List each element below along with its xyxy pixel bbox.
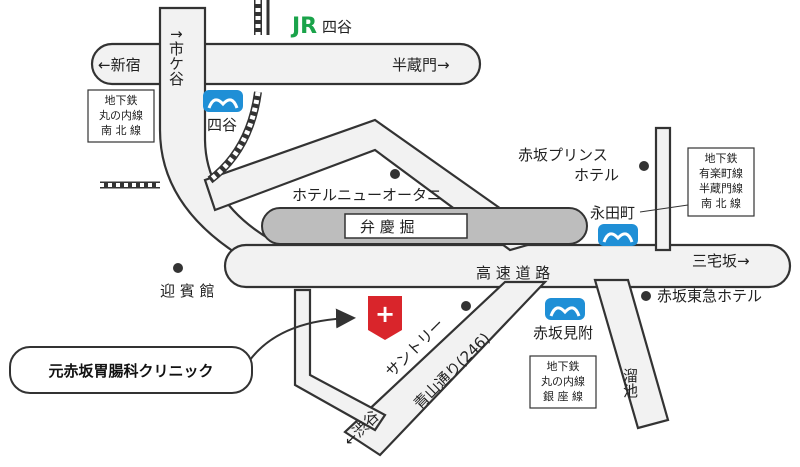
dot-akasaka-prince: [639, 161, 649, 171]
jr-yotsuya-label: 四谷: [322, 18, 352, 36]
station-nagatacho: 永田町: [590, 204, 635, 222]
place-akasaka-prince-2: ホテル: [574, 166, 619, 184]
svg-text:地下鉄: 地下鉄: [105, 93, 138, 107]
svg-text:半蔵門線: 半蔵門線: [699, 181, 743, 195]
station-yotsuya: 四谷: [207, 116, 237, 134]
svg-text:丸の内線: 丸の内線: [99, 108, 143, 122]
dot-akasaka-tokyu: [641, 291, 651, 301]
place-hotel-new-otani: ホテルニューオータニ: [292, 186, 442, 204]
svg-text:有楽町線: 有楽町線: [699, 166, 743, 180]
metro-icon-yotsuya: [203, 90, 243, 112]
road-tameike: [593, 278, 670, 430]
place-benkeibori: 弁 慶 掘: [360, 218, 415, 236]
road-network: [90, 6, 792, 457]
line-box-yotsuya: 地下鉄 丸の内線 南 北 線: [87, 89, 155, 143]
road-nagatacho-vertical: [654, 126, 672, 252]
svg-text:南 北 線: 南 北 線: [101, 123, 141, 137]
benkeibori-label-box: [344, 213, 468, 239]
metro-icon-akasaka-mitsuke: [545, 298, 585, 320]
svg-text:銀 座 線: 銀 座 線: [543, 389, 583, 403]
jr-logo: JR: [290, 14, 317, 39]
place-akasaka-tokyu: 赤坂東急ホテル: [657, 287, 762, 305]
svg-text:南 北 線: 南 北 線: [701, 196, 741, 210]
svg-text:丸の内線: 丸の内線: [541, 374, 585, 388]
svg-text:地下鉄: 地下鉄: [705, 151, 738, 165]
station-akasaka-mitsuke: 赤坂見附: [533, 324, 593, 342]
dot-hotel-new-otani: [390, 169, 400, 179]
clinic-marker[interactable]: +: [368, 296, 402, 340]
metro-icon-nagatacho: [598, 224, 638, 246]
rail-lines: [100, 0, 270, 189]
road-yotsuya-diagonal: [203, 118, 548, 252]
dot-suntory: [461, 301, 471, 311]
place-geihinkan: 迎 賓 館: [160, 282, 215, 300]
place-akasaka-prince: 赤坂プリンス: [518, 146, 608, 164]
road-block-left: [293, 288, 387, 432]
road-aoyama: [343, 280, 548, 457]
direction-hanzomon: 半蔵門→: [392, 56, 450, 74]
direction-shinjuku: ←新宿: [98, 56, 141, 74]
road-label-tameike: 溜池: [621, 368, 639, 398]
svg-text:地下鉄: 地下鉄: [547, 359, 580, 373]
dot-geihinkan: [173, 263, 183, 273]
clinic-name: 元赤坂胃腸科クリニック: [48, 362, 213, 380]
direction-sanno: 三宅坂→: [692, 252, 750, 270]
line-box-nagatacho: 地下鉄 有楽町線 半蔵門線 南 北 線: [687, 147, 755, 217]
line-box-akasaka-mitsuke: 地下鉄 丸の内線 銀 座 線: [529, 355, 597, 409]
direction-ichigaya: ↑市ケ谷: [167, 28, 185, 86]
clinic-marker-cross: +: [375, 300, 395, 328]
clinic-label-box[interactable]: 元赤坂胃腸科クリニック: [9, 346, 253, 394]
road-label-expressway: 高 速 道 路: [476, 264, 550, 282]
